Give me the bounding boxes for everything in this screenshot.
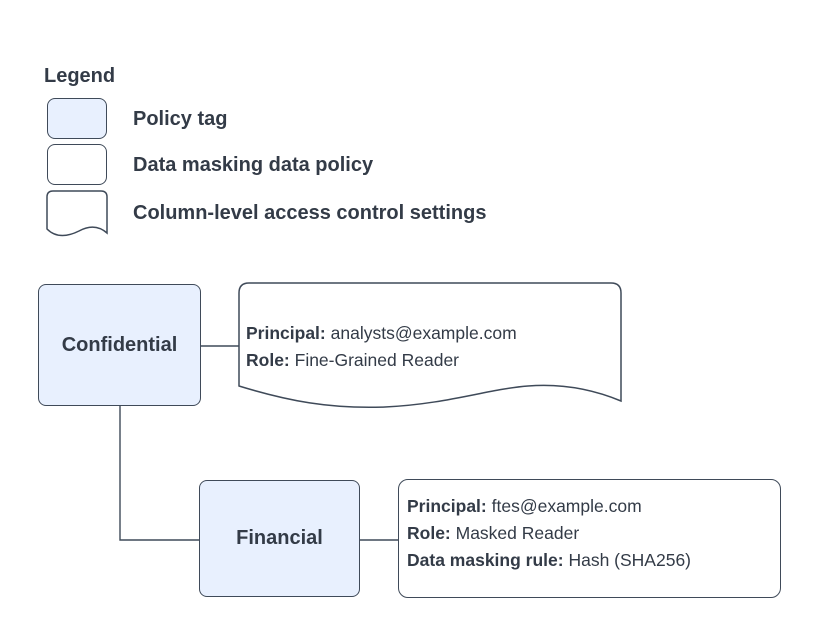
masking-note-box: Principal: ftes@example.com Role: Masked… — [398, 479, 781, 598]
masking-note-principal-label: Principal: — [407, 496, 487, 516]
node-financial-label: Financial — [236, 527, 323, 549]
masking-note-line-role: Role: Masked Reader — [407, 520, 774, 547]
masking-note-line-rule: Data masking rule: Hash (SHA256) — [407, 547, 774, 574]
node-confidential-label: Confidential — [61, 333, 178, 356]
access-note-principal-value: analysts@example.com — [330, 323, 517, 343]
access-note: Principal: analysts@example.com Role: Fi… — [246, 320, 517, 374]
access-note-document-shape — [238, 282, 622, 409]
legend-label-policy-tag: Policy tag — [133, 108, 228, 130]
connector-confidential-to-financial — [119, 406, 199, 541]
masking-note-line-principal: Principal: ftes@example.com — [407, 493, 774, 520]
column-access-document-swatch — [46, 190, 108, 237]
policy-tag-node-financial: Financial — [199, 480, 360, 597]
access-note-line-role: Role: Fine-Grained Reader — [246, 347, 517, 374]
access-note-role-label: Role: — [246, 350, 290, 370]
access-note-role-value: Fine-Grained Reader — [294, 350, 460, 370]
policy-tag-node-confidential: Confidential — [38, 284, 201, 406]
masking-note-principal-value: ftes@example.com — [491, 496, 642, 516]
masking-note-role-value: Masked Reader — [455, 523, 580, 543]
policy-tag-swatch — [47, 98, 107, 139]
masking-note-role-label: Role: — [407, 523, 451, 543]
masking-note-rule-value: Hash (SHA256) — [568, 550, 692, 570]
access-note-principal-label: Principal: — [246, 323, 326, 343]
legend-title: Legend — [44, 65, 116, 87]
legend-label-data-masking-policy: Data masking data policy — [133, 154, 374, 176]
access-note-line-principal: Principal: analysts@example.com — [246, 320, 517, 347]
data-masking-policy-swatch — [47, 144, 107, 185]
legend-label-column-access: Column-level access control settings — [133, 202, 487, 224]
masking-note-rule-label: Data masking rule: — [407, 550, 564, 570]
